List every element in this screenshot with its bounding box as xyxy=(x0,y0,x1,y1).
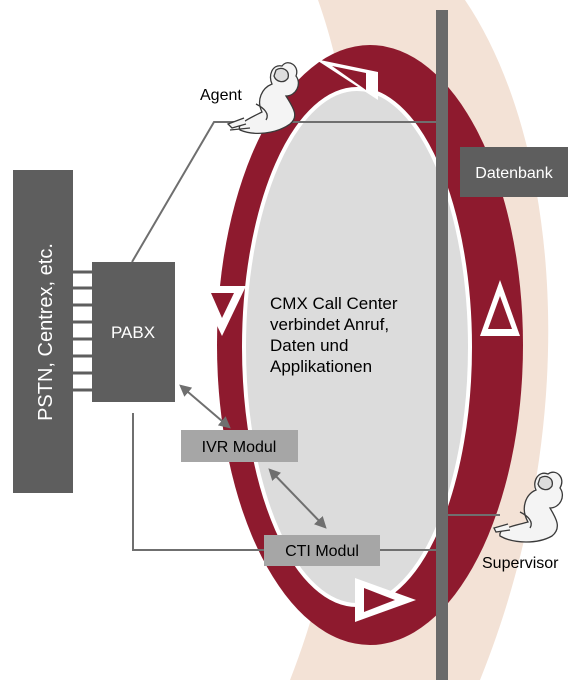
trunk-lines xyxy=(73,270,92,392)
ring-arrow-top-inner xyxy=(332,66,366,90)
center-text-2: verbindet Anruf, xyxy=(270,315,389,334)
center-text-1: CMX Call Center xyxy=(270,294,398,313)
cti-label: CTI Modul xyxy=(285,543,359,560)
pabx-ivr-arrow xyxy=(179,384,231,429)
ivr-cti-arrow xyxy=(268,468,327,529)
center-text-4: Applikationen xyxy=(270,357,372,376)
pstn-label: PSTN, Centrex, etc. xyxy=(35,243,57,421)
agent-person-icon xyxy=(226,62,300,135)
agent-link-line xyxy=(131,121,436,263)
ring-arrow-right-inner xyxy=(488,296,512,329)
supervisor-person-icon xyxy=(493,471,564,543)
ivr-label: IVR Modul xyxy=(202,439,277,456)
pstn-box xyxy=(13,170,73,493)
datenbank-label: Datenbank xyxy=(475,165,553,182)
ivr-box xyxy=(181,430,298,462)
center-text-3: Daten und xyxy=(270,336,348,355)
cti-box xyxy=(264,535,380,566)
data-bus-bar xyxy=(436,10,448,680)
cti-link-line xyxy=(132,413,264,551)
supervisor-label: Supervisor xyxy=(482,555,559,572)
ring-arrow-top xyxy=(315,59,378,100)
ring-arrow-left-inner xyxy=(211,293,234,318)
agent-label: Agent xyxy=(200,87,242,104)
ring-arrow-bottom-inner xyxy=(364,588,395,612)
datenbank-box xyxy=(460,147,568,197)
pabx-box xyxy=(92,262,175,402)
pabx-label: PABX xyxy=(111,323,155,342)
